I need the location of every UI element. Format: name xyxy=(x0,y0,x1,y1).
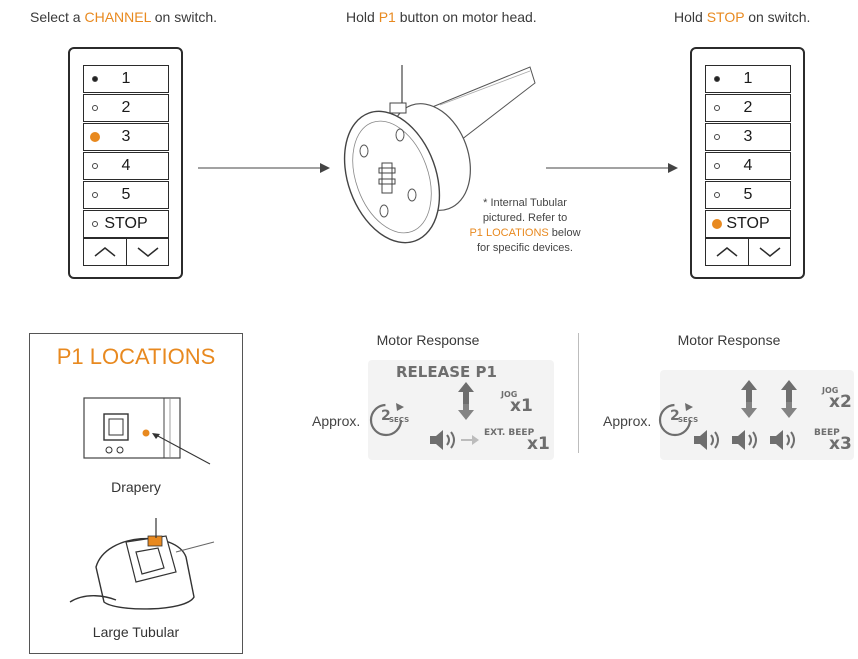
chevron-down-icon xyxy=(137,247,159,257)
indicator-dot xyxy=(92,76,98,82)
large-tubular-label: Large Tubular xyxy=(92,624,180,640)
channel-2-button[interactable]: 2 xyxy=(705,94,791,122)
beep-count-right: x3 xyxy=(829,434,852,454)
switch-remote-right: 1 2 3 4 5 STOP xyxy=(690,47,805,279)
indicator-dot xyxy=(714,105,720,111)
indicator-dot xyxy=(92,163,98,169)
stop-button[interactable]: STOP xyxy=(83,210,169,238)
step-3-caption: Hold STOP on switch. xyxy=(674,9,811,25)
channel-5-button[interactable]: 5 xyxy=(705,181,791,209)
jog-label-right: JOG xyxy=(822,386,839,395)
ext-beep-count: x1 xyxy=(527,434,550,454)
speaker-icon-right-3 xyxy=(770,430,795,450)
channel-2-button[interactable]: 2 xyxy=(83,94,169,122)
indicator-dot xyxy=(714,192,720,198)
indicator-dot xyxy=(714,134,720,140)
motor-response-title-left: Motor Response xyxy=(376,332,480,348)
p1-highlight: P1 xyxy=(378,9,396,25)
timer-icon-right xyxy=(658,403,693,437)
jog-count-right: x2 xyxy=(829,392,852,412)
channel-1-button[interactable]: 1 xyxy=(83,65,169,93)
channel-1-button[interactable]: 1 xyxy=(705,65,791,93)
approx-label-left: Approx. xyxy=(312,413,361,429)
timer-number-right: 2 xyxy=(670,408,680,424)
channel-3-button[interactable]: 3 xyxy=(705,123,791,151)
response-divider xyxy=(578,333,579,453)
timer-unit-right: SECS xyxy=(678,416,699,424)
jog-count-left: x1 xyxy=(510,396,533,416)
indicator-dot xyxy=(92,221,98,227)
p1-locations-link[interactable]: P1 LOCATIONS xyxy=(469,227,549,239)
drapery-motor-illustration xyxy=(83,397,211,465)
down-button[interactable] xyxy=(748,239,791,265)
channel-4-button[interactable]: 4 xyxy=(83,152,169,180)
response-right-background xyxy=(660,370,854,460)
up-button[interactable] xyxy=(84,239,126,265)
channel-highlight: CHANNEL xyxy=(84,9,151,25)
active-indicator-dot xyxy=(712,219,722,229)
step-1-caption: Select a CHANNEL on switch. xyxy=(30,9,218,25)
step-2-caption: Hold P1 button on motor head. xyxy=(346,9,537,25)
speaker-icon-left xyxy=(430,430,455,450)
speaker-icon-right-1 xyxy=(694,430,719,450)
chevron-up-icon xyxy=(94,247,116,257)
p1-locations-title: P1 LOCATIONS xyxy=(56,344,216,369)
timer-unit-left: SECS xyxy=(389,416,410,424)
indicator-dot xyxy=(92,105,98,111)
jog-arrows-icon-right-1 xyxy=(741,380,757,418)
motor-head-illustration xyxy=(343,65,536,244)
channel-5-button[interactable]: 5 xyxy=(83,181,169,209)
indicator-dot xyxy=(92,192,98,198)
motor-response-title-right: Motor Response xyxy=(677,332,781,348)
large-tubular-motor-illustration xyxy=(69,518,215,610)
stop-button[interactable]: STOP xyxy=(705,210,791,238)
beep-label-right: BEEP xyxy=(814,428,840,438)
timer-icon-left xyxy=(369,403,404,437)
channel-4-button[interactable]: 4 xyxy=(705,152,791,180)
channel-3-button[interactable]: 3 xyxy=(83,123,169,151)
flow-arrow-2 xyxy=(546,163,678,173)
arrow-right-icon xyxy=(461,435,479,445)
jog-label-left: JOG xyxy=(501,390,518,399)
ext-beep-label: EXT. BEEP xyxy=(484,428,535,438)
p1-locations-panel: P1 LOCATIONS Drapery Large Tubular xyxy=(29,333,243,654)
drapery-label: Drapery xyxy=(111,479,161,495)
jog-arrows-icon-right-2 xyxy=(781,380,797,418)
chevron-down-icon xyxy=(759,247,781,257)
approx-label-right: Approx. xyxy=(603,413,652,429)
stop-highlight: STOP xyxy=(706,9,745,25)
up-down-buttons xyxy=(83,238,169,266)
flow-arrow-1 xyxy=(198,163,330,173)
indicator-dot xyxy=(714,163,720,169)
down-button[interactable] xyxy=(126,239,169,265)
indicator-dot xyxy=(714,76,720,82)
up-button[interactable] xyxy=(706,239,748,265)
active-indicator-dot xyxy=(90,132,100,142)
chevron-up-icon xyxy=(716,247,738,257)
switch-remote-left: 1 2 3 4 5 STOP xyxy=(68,47,183,279)
up-down-buttons xyxy=(705,238,791,266)
jog-arrows-icon-left xyxy=(458,382,474,420)
motor-note: * Internal Tubular pictured. Refer to P1… xyxy=(469,197,581,254)
timer-number-left: 2 xyxy=(381,408,391,424)
speaker-icon-right-2 xyxy=(732,430,757,450)
release-p1-text: RELEASE P1 xyxy=(396,363,497,381)
